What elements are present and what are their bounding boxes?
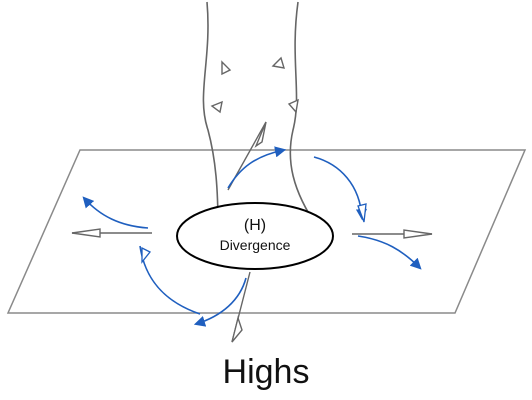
flow-arrow-upper-right bbox=[313, 156, 368, 221]
barb-top-right bbox=[271, 56, 285, 69]
descending-arrow-bottom bbox=[231, 271, 251, 343]
air-column-right-edge bbox=[289, 1, 319, 229]
flow-arrow-lower-left bbox=[139, 245, 201, 315]
surface-plane bbox=[6, 149, 527, 314]
diagram-caption: Highs bbox=[222, 353, 310, 391]
center-label: Divergence bbox=[220, 237, 291, 253]
flow-arrow-top bbox=[227, 146, 287, 189]
air-column-left-edge bbox=[202, 1, 219, 229]
column-barbs bbox=[210, 56, 299, 114]
high-pressure-ellipse bbox=[176, 202, 334, 270]
flow-arrow-right bbox=[357, 235, 422, 270]
center-title: (H) bbox=[244, 217, 266, 234]
barb-mid-right bbox=[287, 98, 299, 114]
barb-top-left bbox=[221, 60, 232, 76]
barb-mid-left bbox=[210, 100, 223, 114]
flow-arrow-bottom bbox=[193, 277, 247, 327]
outflow-arrow-right bbox=[352, 229, 433, 239]
flow-arrow-flags bbox=[141, 203, 367, 264]
flow-arrow-left bbox=[82, 196, 149, 229]
outflow-arrow-left bbox=[71, 228, 152, 238]
